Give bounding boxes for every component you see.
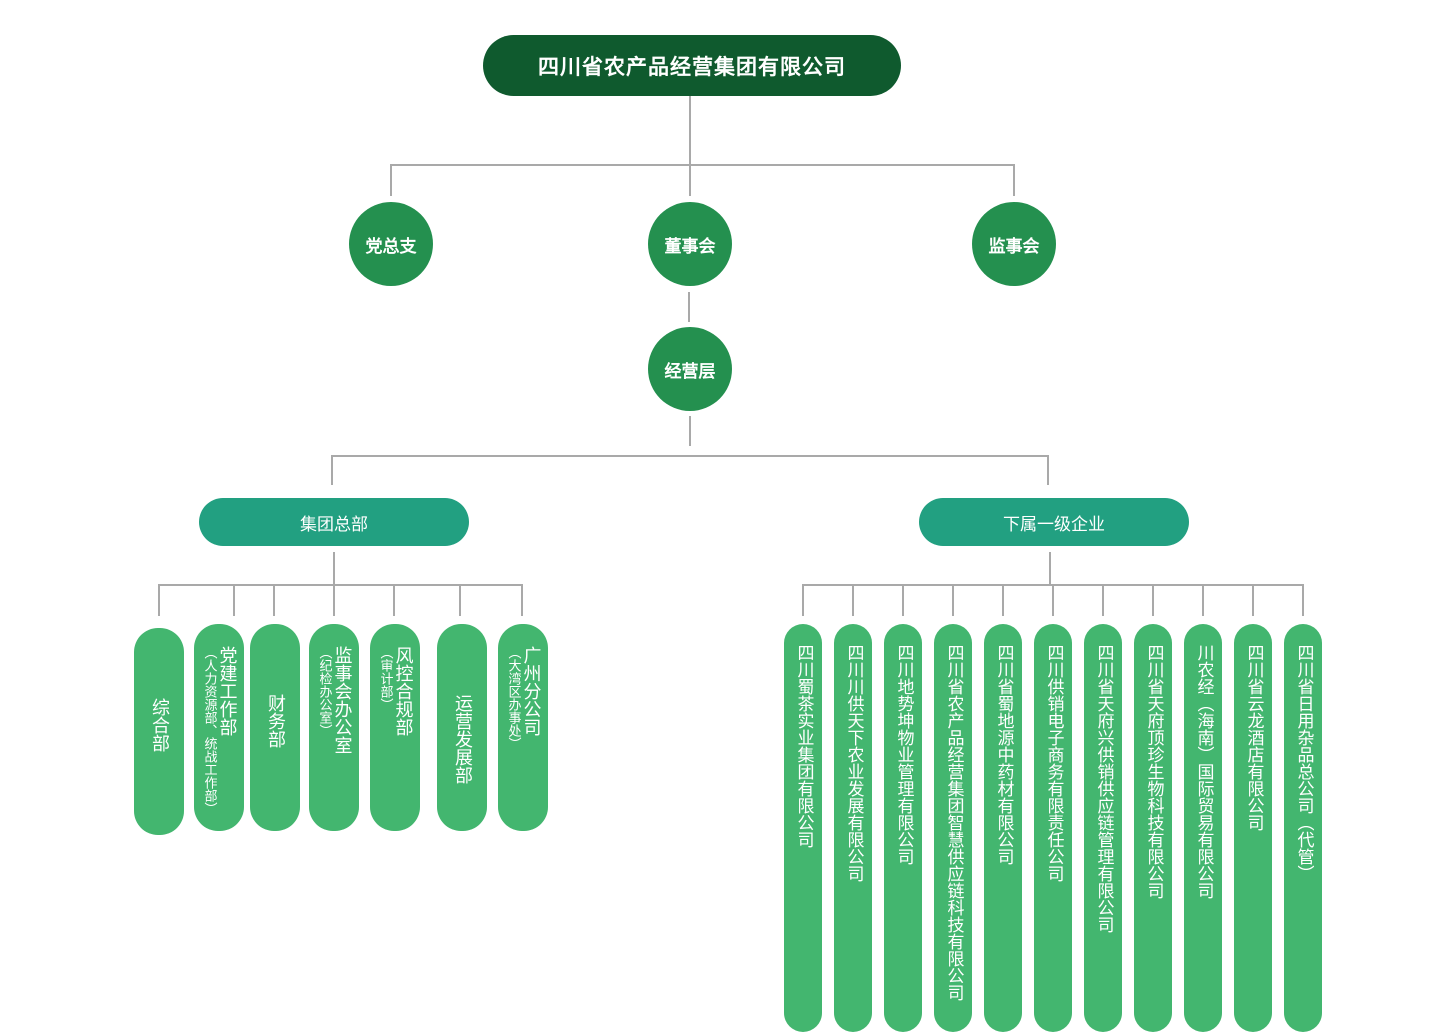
subsidiary-label: 四川省天府兴供销供应链管理有限公司 — [1093, 644, 1114, 933]
department-label: 党建工作部 — [216, 646, 238, 736]
connector — [390, 164, 392, 196]
connector — [158, 584, 523, 586]
subsidiary-node: 四川省天府兴供销供应链管理有限公司 — [1084, 624, 1122, 1032]
connector — [158, 584, 160, 616]
subsidiary-label: 四川供销电子商务有限责任公司 — [1043, 644, 1064, 882]
subsidiary-label: 四川地势坤物业管理有限公司 — [893, 644, 914, 865]
subsidiary-node: 四川蜀茶实业集团有限公司 — [784, 624, 822, 1032]
board-node: 董事会 — [648, 202, 732, 286]
connector — [273, 584, 275, 616]
connector — [1049, 552, 1051, 584]
subsidiary-label: 四川省天府顶珍生物科技有限公司 — [1143, 644, 1164, 899]
root-label: 四川省农产品经营集团有限公司 — [538, 54, 846, 79]
connector — [1013, 164, 1015, 196]
connector — [1052, 584, 1054, 616]
department-node: 监事会办公室（纪检办公室） — [309, 624, 359, 831]
connector — [521, 584, 523, 616]
subsidiary-label: 四川蜀茶实业集团有限公司 — [793, 644, 814, 848]
connector — [1252, 584, 1254, 616]
department-note: （纪检办公室） — [316, 646, 332, 737]
department-label: 综合部 — [149, 698, 170, 752]
supervisory-board-label: 监事会 — [988, 236, 1040, 257]
subsidiary-node: 川农经（海南）国际贸易有限公司 — [1184, 624, 1222, 1032]
connector — [1002, 584, 1004, 616]
board-label: 董事会 — [664, 236, 716, 257]
subsidiary-node: 四川省农产品经营集团智慧供应链科技有限公司 — [934, 624, 972, 1032]
subsidiary-node: 四川省日用杂品总公司（代管） — [1284, 624, 1322, 1032]
department-label: 广州分公司 — [520, 646, 542, 736]
connector — [1152, 584, 1154, 616]
connector — [1102, 584, 1104, 616]
connector — [333, 552, 335, 584]
subsidiary-label: 四川省日用杂品总公司（代管） — [1293, 644, 1314, 882]
connector — [459, 584, 461, 616]
management-node: 经营层 — [648, 327, 732, 411]
connector — [333, 584, 335, 616]
hq-label: 集团总部 — [300, 514, 368, 535]
department-node: 广州分公司（大湾区办事处） — [498, 624, 548, 831]
department-node: 风控合规部（审计部） — [370, 624, 420, 831]
subsidiary-label: 四川省蜀地源中药材有限公司 — [993, 644, 1014, 865]
connector — [1302, 584, 1304, 616]
department-node: 党建工作部（人力资源部、统战工作部） — [194, 624, 244, 831]
department-label: 风控合规部 — [392, 646, 414, 736]
connector — [952, 584, 954, 616]
connector — [902, 584, 904, 616]
party-branch-label: 党总支 — [365, 236, 417, 257]
connector — [1047, 455, 1049, 485]
connector — [689, 96, 691, 196]
subsidiaries-node: 下属一级企业 — [919, 498, 1189, 546]
department-label: 财务部 — [265, 694, 286, 748]
connector — [1202, 584, 1204, 616]
department-label: 监事会办公室 — [331, 646, 353, 754]
root-node: 四川省农产品经营集团有限公司 — [483, 35, 901, 96]
connector — [331, 455, 1049, 457]
management-label: 经营层 — [664, 361, 716, 382]
department-note: （人力资源部、统战工作部） — [201, 646, 217, 815]
subsidiary-label: 四川川供天下农业发展有限公司 — [843, 644, 864, 882]
department-node: 运营发展部 — [437, 624, 487, 831]
subsidiaries-label: 下属一级企业 — [1003, 514, 1105, 535]
subsidiary-node: 四川省天府顶珍生物科技有限公司 — [1134, 624, 1172, 1032]
subsidiary-label: 川农经（海南）国际贸易有限公司 — [1193, 644, 1214, 899]
connector — [390, 164, 1015, 166]
connector — [688, 292, 690, 322]
connector — [233, 584, 235, 616]
subsidiary-node: 四川省云龙酒店有限公司 — [1234, 624, 1272, 1032]
subsidiary-node: 四川地势坤物业管理有限公司 — [884, 624, 922, 1032]
connector — [393, 584, 395, 616]
subsidiary-label: 四川省农产品经营集团智慧供应链科技有限公司 — [943, 644, 964, 1001]
department-note: （大湾区办事处） — [505, 646, 521, 750]
supervisory-board-node: 监事会 — [972, 202, 1056, 286]
connector — [331, 455, 333, 485]
subsidiary-node: 四川川供天下农业发展有限公司 — [834, 624, 872, 1032]
connector — [689, 416, 691, 446]
department-label: 运营发展部 — [452, 694, 473, 784]
subsidiary-node: 四川供销电子商务有限责任公司 — [1034, 624, 1072, 1032]
party-branch-node: 党总支 — [349, 202, 433, 286]
subsidiary-label: 四川省云龙酒店有限公司 — [1243, 644, 1264, 831]
subsidiary-node: 四川省蜀地源中药材有限公司 — [984, 624, 1022, 1032]
department-node: 财务部 — [250, 624, 300, 831]
hq-node: 集团总部 — [199, 498, 469, 546]
connector — [852, 584, 854, 616]
department-note: （审计部） — [377, 646, 393, 711]
connector — [802, 584, 804, 616]
department-node: 综合部 — [134, 628, 184, 835]
